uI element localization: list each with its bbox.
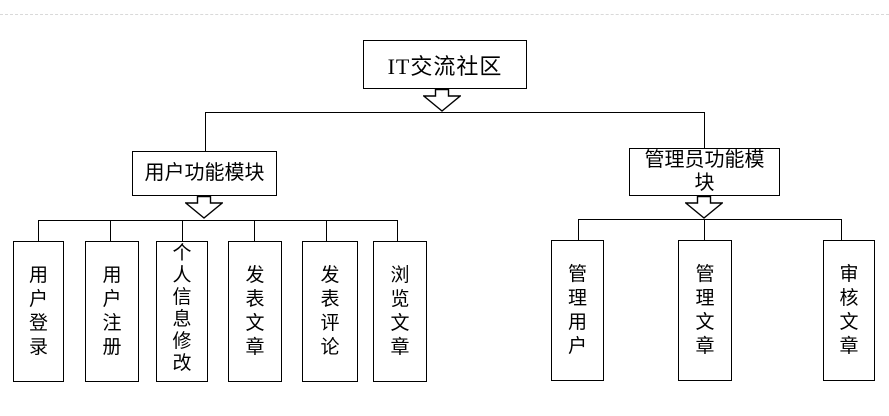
connector-level1-drop-right	[704, 112, 705, 148]
leaf-node-user-register: 用户注册	[85, 241, 139, 382]
connector-stub-user-login	[38, 220, 39, 241]
leaf-node-post-article: 发表文章	[228, 241, 282, 382]
leaf-node-label: 管理用户	[567, 263, 587, 357]
root-node-it-community: IT交流社区	[363, 40, 527, 89]
leaf-node-profile-edit: 个人信息修改	[156, 241, 208, 382]
leaf-node-user-login: 用户登录	[13, 241, 64, 382]
leaf-node-post-comment: 发表评论	[302, 241, 358, 382]
leaf-node-manage-article: 管理文章	[678, 240, 732, 381]
leaf-node-browse-article: 浏览文章	[373, 241, 427, 382]
connector-stub-manage-article	[704, 219, 705, 241]
connector-stub-manage-user	[578, 219, 579, 241]
module-node-label: 管理员功能模块	[644, 149, 765, 194]
page-break-line	[0, 14, 889, 15]
leaf-node-manage-user: 管理用户	[551, 240, 604, 381]
leaf-node-label: 审核文章	[839, 263, 859, 357]
connector-stub-post-article	[254, 220, 255, 241]
leaf-node-label: 发表评论	[320, 264, 340, 358]
leaf-node-review-article: 审核文章	[823, 240, 875, 381]
hollow-down-arrow-icon	[185, 196, 223, 219]
leaf-node-label: 个人信息修改	[172, 243, 192, 374]
leaf-node-label: 用户注册	[102, 264, 122, 358]
connector-level1-drop-left	[205, 112, 206, 151]
leaf-node-label: 用户登录	[28, 264, 48, 358]
leaf-node-label: 发表文章	[245, 264, 265, 358]
module-node-user-functions: 用户功能模块	[132, 151, 277, 196]
connector-stub-profile-edit	[182, 220, 183, 241]
connector-level1-horizontal	[205, 112, 705, 113]
connector-stub-browse-article	[397, 220, 398, 241]
leaf-node-label: 浏览文章	[390, 264, 410, 358]
leaf-node-label: 管理文章	[695, 263, 715, 357]
connector-stub-post-comment	[326, 220, 327, 241]
connector-stub-review-article	[841, 219, 842, 241]
module-node-admin-functions: 管理员功能模块	[629, 148, 780, 196]
module-node-label: 用户功能模块	[144, 162, 265, 184]
connector-stub-user-register	[110, 220, 111, 241]
hollow-down-arrow-icon	[423, 89, 461, 112]
connector-admin-branch-horizontal	[578, 219, 842, 220]
root-node-label: IT交流社区	[387, 53, 503, 79]
connector-user-branch-horizontal	[38, 220, 398, 221]
hollow-down-arrow-icon	[685, 196, 723, 219]
